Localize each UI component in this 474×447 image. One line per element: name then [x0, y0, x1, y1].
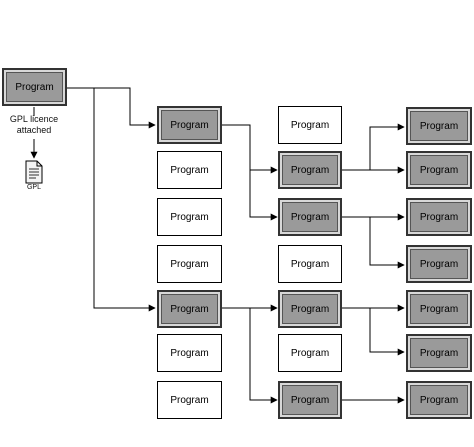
program-box-c1-r3: Program	[157, 198, 222, 236]
program-box-c3-r5: Program	[406, 290, 472, 328]
program-box-c1-r2: Program	[157, 151, 222, 189]
program-box-c2-r5: Program	[278, 290, 342, 328]
program-box-c1-r7: Program	[157, 381, 222, 419]
program-box-c1-r5: Program	[157, 290, 222, 328]
program-box-root: Program	[2, 68, 67, 106]
program-box-c3-r4: Program	[406, 245, 472, 283]
program-box-c3-r3: Program	[406, 198, 472, 236]
program-box-c2-r7: Program	[278, 381, 342, 419]
program-box-c1-r1: Program	[157, 106, 222, 144]
program-box-c3-r7: Program	[406, 381, 472, 419]
program-box-c1-r6: Program	[157, 334, 222, 372]
program-box-c3-r2: Program	[406, 151, 472, 189]
program-box-c3-r1: Program	[406, 107, 472, 145]
program-box-c3-r6: Program	[406, 334, 472, 372]
program-box-c2-r6: Program	[278, 334, 342, 372]
program-box-c2-r1: Program	[278, 106, 342, 144]
licence-note: GPL licence attached	[2, 114, 66, 136]
licence-note-line2: attached	[16, 125, 52, 135]
program-box-c2-r4: Program	[278, 245, 342, 283]
document-label: GPL	[26, 184, 41, 191]
program-box-c1-r4: Program	[157, 245, 222, 283]
program-box-c2-r2: Program	[278, 151, 342, 189]
licence-note-line1: GPL licence	[9, 114, 59, 124]
document-icon	[25, 160, 43, 184]
program-box-c2-r3: Program	[278, 198, 342, 236]
